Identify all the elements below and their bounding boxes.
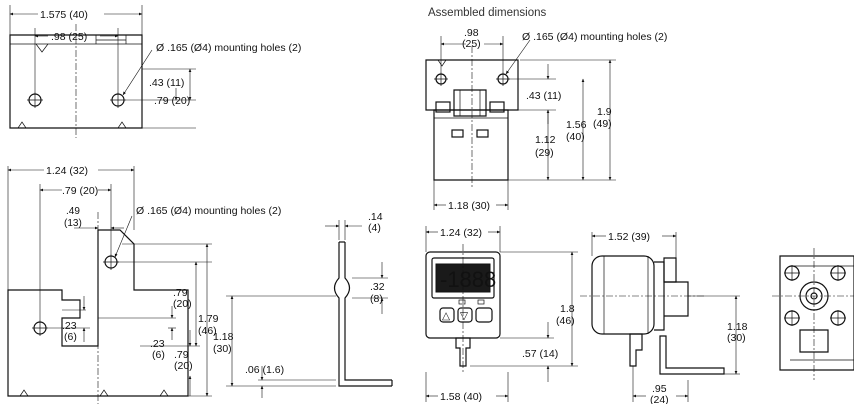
pr-h1a-label: 1.18: [213, 331, 234, 343]
bl-w3b-label: (13): [64, 218, 82, 229]
fr-h1b-label: (46): [556, 315, 575, 327]
at-d4a-label: 1.9: [597, 106, 612, 118]
down-button-glyph: ▽: [460, 310, 469, 322]
at-holes-label: Ø .165 (Ø4) mounting holes (2): [522, 31, 667, 43]
tl-d1-label: .43 (11): [149, 77, 184, 89]
at-d2b-label: (29): [535, 147, 554, 159]
at-d3b-label: (40): [566, 131, 585, 143]
pr-t1b-label: (4): [368, 222, 381, 234]
pr-h1b-label: (30): [213, 343, 232, 355]
at-d2a-label: 1.12: [535, 134, 556, 146]
sensor-front-view: -1888 △ ▽ 1.24 (32) 1.8 (46) .57 (14) 1.…: [425, 226, 578, 403]
bl-h1a-label: .79: [173, 287, 188, 299]
fr-h1a-label: 1.8: [560, 303, 575, 315]
display-readout: -1888: [440, 267, 496, 292]
assembled-top-view: .98 (25) Ø .165 (Ø4) mounting holes (2) …: [425, 27, 667, 212]
sd-h1b-label: (30): [727, 332, 746, 344]
bl-h5a-label: .79: [174, 349, 189, 361]
fr-h2-label: .57 (14): [522, 348, 558, 360]
sd-d2b-label: (24): [650, 394, 669, 404]
bl-h2b-label: (46): [198, 325, 217, 337]
bl-h1b-label: (20): [173, 298, 192, 310]
bl-w3a-label: .49: [66, 206, 80, 217]
assembled-heading: Assembled dimensions: [428, 7, 547, 19]
tl-holes-label: Ø .165 (Ø4) mounting holes (2): [156, 42, 301, 54]
bl-h5b-label: (20): [174, 360, 193, 372]
sensor-rear-view: [772, 248, 854, 380]
bl-h3a-label: .23: [62, 320, 77, 332]
at-d4b-label: (49): [593, 118, 612, 130]
bracket-profile-view: .14 (4) .32 (8) 1.18 (30) .06 (1.6): [213, 211, 393, 398]
pr-t2b-label: (8): [370, 293, 383, 305]
up-button-glyph: △: [442, 310, 451, 322]
bl-h2a-label: 1.79: [198, 313, 219, 325]
sd-d2a-label: .95: [652, 383, 667, 395]
pr-t1a-label: .14: [368, 211, 383, 223]
tl-d2-label: .79 (20): [154, 95, 190, 107]
pr-h2-label: .06 (1.6): [245, 364, 284, 376]
bl-h3b-label: (6): [64, 331, 77, 343]
at-spacing-b-label: (25): [462, 38, 481, 50]
sd-depth-label: 1.52 (39): [608, 231, 650, 243]
tl-hole-spacing-label: .98 (25): [51, 31, 87, 43]
at-width-label: 1.18 (30): [448, 200, 490, 212]
tl-width-label: 1.575 (40): [40, 9, 88, 21]
bl-h4a-label: .23: [150, 338, 165, 350]
bl-w2-label: .79 (20): [62, 185, 98, 197]
at-d1-label: .43 (11): [526, 90, 561, 102]
bracket-top-view: 1.575 (40) .98 (25) Ø .165 (Ø4) mounting…: [9, 5, 301, 138]
fr-width-label: 1.24 (32): [440, 227, 482, 239]
bl-holes-label: Ø .165 (Ø4) mounting holes (2): [136, 205, 281, 217]
bracket-front-view: 1.24 (32) .79 (20) .49 (13) Ø .165 (Ø4) …: [7, 165, 281, 404]
sensor-side-view: 1.52 (39) 1.18 (30) .95 (24): [580, 231, 748, 404]
at-d3a-label: 1.56: [566, 119, 587, 131]
at-spacing-a-label: .98: [464, 27, 479, 39]
fr-bottom-width-label: 1.58 (40): [440, 391, 482, 403]
pr-t2a-label: .32: [370, 281, 385, 293]
bl-h4b-label: (6): [152, 349, 165, 361]
sd-h1a-label: 1.18: [727, 321, 748, 333]
bl-width-label: 1.24 (32): [46, 165, 88, 177]
